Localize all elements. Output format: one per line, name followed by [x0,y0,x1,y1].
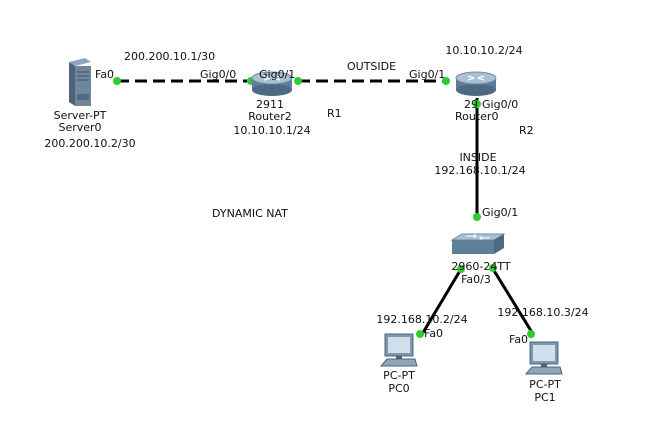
ip-label: 10.10.10.2/24 [445,44,523,57]
pc0[interactable] [379,332,419,368]
port-label-fa0: Fa0 [95,68,115,81]
pc-icon [379,333,418,367]
router-icon [455,71,497,96]
link-light [527,330,535,338]
device-name-label: Server0 [58,121,102,134]
pc1[interactable] [524,340,564,376]
switch[interactable] [450,232,506,256]
link-light [442,77,450,85]
ip-label: 192.168.10.2/24 [376,313,468,326]
cable-switch-pc0[interactable] [419,268,463,337]
server-icon [69,58,91,106]
router-tag-label: R1 [327,107,342,120]
port-label-fa0-3: Fa0/3 [461,273,491,286]
device-model-label: 2911 [256,98,284,111]
switch-icon [450,233,506,254]
router-icon [251,71,293,96]
link-ip-label: 200.200.10.1/30 [124,50,216,63]
link-light [473,213,481,221]
router2[interactable] [248,70,296,98]
device-model-label: 29 [464,98,478,111]
device-model-label: Server-PT [53,109,107,122]
pc-icon [524,341,563,375]
server0[interactable] [65,56,93,108]
port-label-gig0-1: Gig0/1 [259,68,296,81]
ip-label: 10.10.10.1/24 [233,124,311,137]
port-label-gig0-0: Gig0/0 [200,68,237,81]
link-light [113,77,121,85]
port-label-gig0-1: Gig0/1 [409,68,446,81]
cable-switch-pc1[interactable] [491,268,535,335]
port-label-gig0-0: Gig0/0 [482,98,519,111]
device-model-label: 2960-24TT [451,260,511,273]
link-light [473,100,481,108]
link-light [457,265,465,273]
diagram-title: DYNAMIC NAT [212,207,288,220]
zone-label-outside: OUTSIDE [347,60,397,73]
device-model-label: PC-PT [529,378,561,391]
device-name-label: Router0 [455,110,499,123]
ip-label: 200.200.10.2/30 [44,137,136,150]
link-light [489,264,497,272]
link-light [294,77,302,85]
link-light [416,330,424,338]
device-model-label: PC-PT [383,369,415,382]
port-label-fa0: Fa0 [424,327,444,340]
zone-label-inside: INSIDE [459,151,497,164]
device-name-label: PC0 [388,382,410,395]
ip-label: 192.168.10.1/24 [434,164,526,177]
port-label-gig0-1: Gig0/1 [482,206,519,219]
ip-label: 192.168.10.3/24 [497,306,589,319]
router0[interactable] [452,70,500,98]
port-label-fa0: Fa0 [509,333,529,346]
device-name-label: PC1 [534,391,556,404]
router-tag-label: R2 [519,124,534,137]
device-name-label: Router2 [248,110,292,123]
